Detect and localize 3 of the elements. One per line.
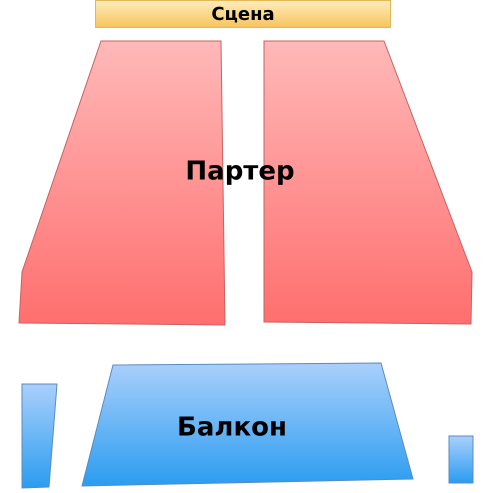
section-label: Партер: [185, 156, 295, 188]
section-label: Балкон: [177, 412, 287, 444]
stage-bar: Сцена: [95, 0, 391, 28]
